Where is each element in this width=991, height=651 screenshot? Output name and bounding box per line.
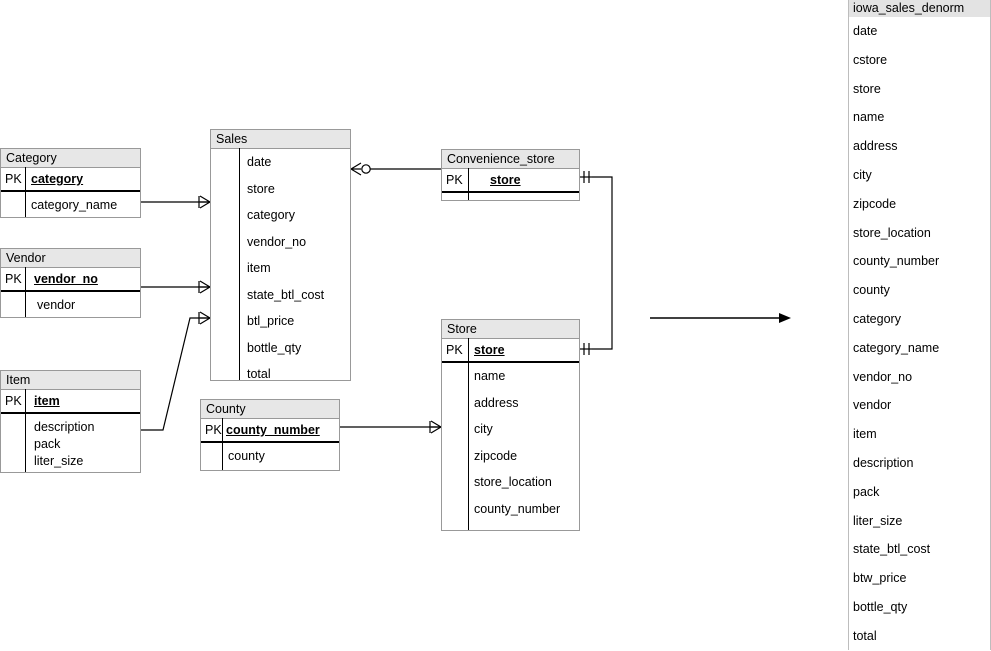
attribute: total (247, 367, 271, 381)
attribute-list-category: category_name (1, 192, 140, 219)
column-divider (25, 389, 26, 472)
denorm-column: total (853, 628, 877, 643)
entity-category[interactable]: Category PK category category_name (0, 148, 141, 218)
attribute-list-convenience-store (442, 193, 579, 203)
denorm-column: state_btl_cost (853, 542, 931, 557)
attribute-list-item: description pack liter_size (1, 414, 140, 470)
pk-field-name: item (34, 394, 60, 408)
attribute-list-vendor: vendor (1, 292, 140, 319)
attribute: name (474, 369, 506, 383)
denorm-column: date (853, 24, 878, 38)
attribute: description (34, 420, 95, 434)
pk-row-item: PK item (1, 390, 140, 414)
attribute: store (247, 181, 275, 196)
entity-store[interactable]: Store PK store name address city zipcode… (441, 319, 580, 531)
column-divider (468, 168, 469, 200)
pk-field-name: county_number (226, 423, 320, 437)
denorm-column: pack (853, 484, 880, 499)
entity-title-store: Store (442, 320, 579, 339)
entity-sales[interactable]: Sales date store category vendor_no item… (210, 129, 351, 381)
attribute: category (247, 208, 295, 222)
attribute: item (247, 261, 271, 275)
denorm-column: county (853, 283, 890, 298)
attribute: liter_size (34, 454, 84, 468)
denorm-table-panel[interactable]: iowa_sales_denorm date cstore store name… (848, 0, 991, 650)
denorm-column: category (853, 311, 901, 326)
pk-field-name: category (31, 172, 84, 186)
denorm-column: vendor_no (853, 369, 913, 384)
entity-item[interactable]: Item PK item description pack liter_size (0, 370, 141, 473)
attribute: date (247, 155, 272, 169)
denorm-column: liter_size (853, 513, 903, 528)
denorm-column: address (853, 139, 898, 154)
pk-marker: PK (446, 343, 463, 357)
attribute (442, 193, 579, 203)
connector-category-sales (141, 195, 211, 209)
entity-convenience-store[interactable]: Convenience_store PK store (441, 149, 580, 201)
column-divider (468, 338, 469, 530)
denorm-column: name (853, 110, 885, 125)
attribute: pack (34, 437, 61, 451)
column-divider (239, 148, 240, 380)
denorm-column: store (853, 81, 881, 96)
entity-title-item: Item (1, 371, 140, 390)
attribute-list-county: county (201, 443, 339, 470)
entity-title-vendor: Vendor (1, 249, 140, 268)
entity-title-category: Category (1, 149, 140, 168)
pk-row-county: PK county_number (201, 419, 339, 443)
denorm-column: btw_price (853, 571, 907, 586)
entity-title-convenience-store: Convenience_store (442, 150, 579, 169)
attribute: vendor (37, 298, 76, 312)
pk-row-convenience-store: PK store (442, 169, 579, 193)
connector-county-store (340, 420, 442, 434)
pk-row-store: PK store (442, 339, 579, 363)
attribute: category_name (31, 198, 118, 212)
denorm-column: vendor (853, 398, 892, 413)
denorm-column: cstore (853, 52, 888, 67)
denorm-column: city (853, 167, 872, 182)
attribute: zipcode (474, 448, 518, 463)
denorm-column: county_number (853, 254, 940, 269)
pk-field-name: vendor_no (34, 272, 98, 286)
connector-model-to-denorm-arrow (650, 313, 791, 323)
attribute: address (474, 395, 519, 410)
connector-vendor-sales (141, 280, 211, 294)
pk-row-category: PK category (1, 168, 140, 192)
attribute-list-store: name address city zipcode store_location… (442, 363, 579, 522)
pk-field-name: store (474, 343, 505, 357)
denorm-column: bottle_qty (853, 599, 908, 614)
attribute: bottle_qty (247, 340, 302, 355)
pk-marker: PK (446, 173, 463, 187)
pk-row-vendor: PK vendor_no (1, 268, 140, 292)
entity-title-county: County (201, 400, 339, 419)
attribute: county_number (474, 501, 561, 516)
pk-marker: PK (205, 423, 222, 437)
denorm-column: description (853, 455, 914, 470)
connector-sales-conveniencestore (350, 162, 441, 176)
attribute: store_location (474, 475, 552, 489)
column-divider (25, 267, 26, 317)
attribute-list-sales: date store category vendor_no item state… (211, 149, 350, 388)
column-divider (222, 418, 223, 470)
denorm-column-list: date cstore store name address city zipc… (849, 17, 990, 651)
attribute: btl_price (247, 314, 295, 328)
denorm-column: store_location (853, 225, 931, 240)
pk-field-name: store (490, 173, 521, 187)
entity-title-sales: Sales (211, 130, 350, 149)
pk-marker: PK (5, 172, 22, 186)
denorm-column: category_name (853, 340, 940, 355)
column-divider (25, 167, 26, 217)
denorm-column: item (853, 427, 877, 442)
pk-marker: PK (5, 394, 22, 408)
connector-conveniencestore-store (580, 171, 613, 355)
attribute: city (474, 422, 493, 436)
pk-marker: PK (5, 272, 22, 286)
attribute: state_btl_cost (247, 287, 325, 302)
attribute: vendor_no (247, 234, 307, 249)
denorm-table-title: iowa_sales_denorm (849, 0, 990, 17)
attribute: county (228, 449, 265, 463)
denorm-column: zipcode (853, 196, 897, 211)
entity-vendor[interactable]: Vendor PK vendor_no vendor (0, 248, 141, 318)
entity-county[interactable]: County PK county_number county (200, 399, 340, 471)
